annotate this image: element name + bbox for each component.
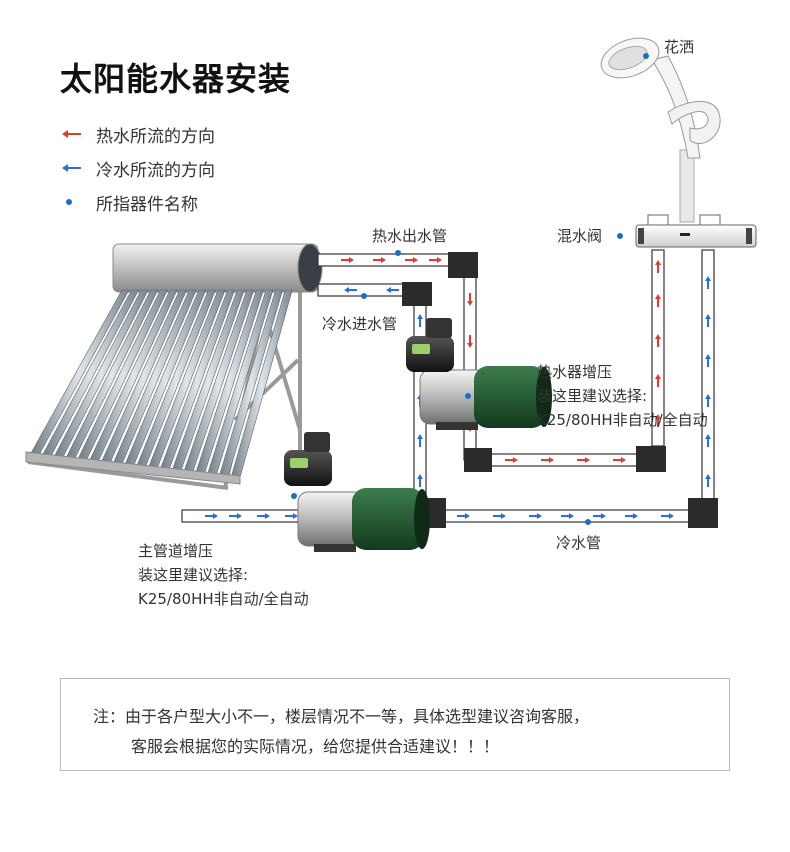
flow-arrow bbox=[541, 457, 554, 463]
flow-arrow bbox=[457, 513, 470, 519]
flow-arrow bbox=[705, 434, 711, 447]
shower-head bbox=[600, 37, 721, 223]
vacuum-tubes bbox=[29, 289, 293, 480]
main-booster-title: 主管道增压 bbox=[138, 542, 214, 560]
valve-pointer-dot bbox=[617, 233, 623, 239]
flow-arrow bbox=[417, 474, 423, 487]
blue-dot-icon bbox=[60, 197, 88, 207]
main-booster-model: K25/80HH非自动/全自动 bbox=[138, 590, 309, 608]
flow-arrow bbox=[661, 513, 674, 519]
legend-dot: 所指器件名称 bbox=[60, 185, 215, 219]
cold-in-pipe-label: 冷水进水管 bbox=[322, 315, 398, 333]
hot-water-out-pipe bbox=[317, 249, 666, 472]
flow-arrow bbox=[505, 457, 518, 463]
hot-out-pointer-dot bbox=[395, 250, 401, 256]
flow-arrow bbox=[613, 457, 626, 463]
note-line-1: 注：由于各户型大小不一，楼层情况不一等，具体选型建议咨询客服， bbox=[93, 707, 590, 726]
flow-arrow bbox=[417, 434, 423, 447]
flow-arrow bbox=[493, 513, 506, 519]
flow-arrow bbox=[429, 257, 442, 263]
cold-in-pointer-dot bbox=[361, 293, 367, 299]
legend: 热水所流的方向 冷水所流的方向 所指器件名称 bbox=[60, 117, 215, 219]
flow-arrow bbox=[467, 293, 473, 306]
flow-arrow bbox=[655, 260, 661, 273]
flow-arrow bbox=[386, 287, 399, 293]
flow-arrow bbox=[593, 513, 606, 519]
legend-cold-label: 冷水所流的方向 bbox=[96, 160, 215, 181]
legend-hot-label: 热水所流的方向 bbox=[96, 126, 215, 147]
flow-arrow bbox=[229, 513, 242, 519]
flow-arrow bbox=[655, 334, 661, 347]
shower-pointer-dot bbox=[643, 53, 649, 59]
flow-arrow bbox=[341, 257, 354, 263]
flow-arrows bbox=[205, 257, 711, 519]
flow-arrow bbox=[705, 474, 711, 487]
flow-arrow bbox=[561, 513, 574, 519]
heater-pump-pointer-dot bbox=[465, 393, 471, 399]
flow-arrow bbox=[705, 314, 711, 327]
cold-pipe-label: 冷水管 bbox=[556, 534, 602, 552]
flow-arrow bbox=[705, 276, 711, 289]
flow-arrow bbox=[655, 414, 661, 427]
flow-arrow bbox=[417, 314, 423, 327]
cold-pipe-pointer-dot bbox=[585, 519, 591, 525]
flow-arrow bbox=[405, 257, 418, 263]
page-title: 太阳能水器安装 bbox=[60, 60, 292, 98]
flow-arrow bbox=[577, 457, 590, 463]
legend-cold: 冷水所流的方向 bbox=[60, 151, 215, 185]
flow-arrow bbox=[344, 287, 357, 293]
legend-hot: 热水所流的方向 bbox=[60, 117, 215, 151]
flow-arrow bbox=[655, 294, 661, 307]
heater-booster-model: K25/80HH非自动/全自动 bbox=[537, 411, 708, 429]
heater-booster-title: 热水器增压 bbox=[537, 363, 613, 381]
legend-dot-label: 所指器件名称 bbox=[96, 194, 198, 215]
flow-arrow bbox=[373, 257, 386, 263]
heater-booster-pump bbox=[406, 318, 552, 430]
flow-arrow bbox=[257, 513, 270, 519]
solar-water-heater bbox=[25, 243, 323, 490]
flow-arrow bbox=[705, 394, 711, 407]
main-booster-advice: 装这里建议选择: bbox=[138, 566, 249, 584]
blue-arrow-icon bbox=[60, 163, 88, 173]
main-booster-pump bbox=[284, 432, 430, 552]
flow-arrow bbox=[655, 374, 661, 387]
flow-arrow bbox=[285, 513, 298, 519]
shower-label: 花洒 bbox=[664, 38, 695, 56]
heater-booster-advice: 装这里建议选择: bbox=[537, 387, 648, 405]
pointer-dots bbox=[291, 53, 649, 525]
hot-out-pipe-label: 热水出水管 bbox=[372, 227, 448, 245]
main-pump-pointer-dot bbox=[291, 493, 297, 499]
mixing-valve bbox=[635, 214, 757, 248]
flow-arrow bbox=[529, 513, 542, 519]
flow-arrow bbox=[625, 513, 638, 519]
flow-arrow bbox=[205, 513, 218, 519]
flow-arrow bbox=[705, 354, 711, 367]
red-arrow-icon bbox=[60, 129, 88, 139]
note-line-2: 客服会根据您的实际情况，给您提供合适建议！！！ bbox=[131, 737, 500, 756]
flow-arrow bbox=[467, 335, 473, 348]
note-box: 注：由于各户型大小不一，楼层情况不一等，具体选型建议咨询客服， 客服会根据您的实… bbox=[60, 678, 730, 771]
mixing-valve-label: 混水阀 bbox=[557, 227, 603, 245]
